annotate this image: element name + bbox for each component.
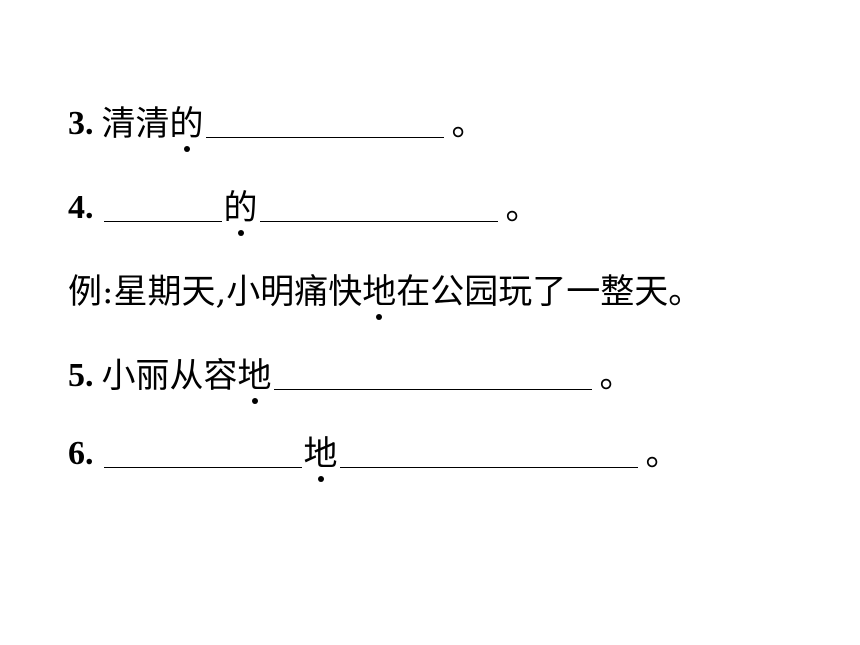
item-number: 4. <box>68 189 94 226</box>
sentence-prefix: 清清 <box>101 104 170 144</box>
exercise-4: 4. 的 。 <box>68 180 540 236</box>
example-suffix: 在公园玩了一整天。 <box>396 272 703 312</box>
sentence-prefix: 小丽从容 <box>101 356 238 396</box>
example-sentence: 例:星期天,小明痛快 地 在公园玩了一整天。 <box>68 264 703 320</box>
item-number: 6. <box>68 435 94 472</box>
answer-blank[interactable] <box>205 103 444 138</box>
emphasized-character: 的 <box>169 104 204 152</box>
emphasized-character: 地 <box>303 434 338 482</box>
exercise-5: 5. 小丽从容 地 。 <box>68 348 634 404</box>
period: 。 <box>505 188 540 228</box>
item-number: 3. <box>68 105 94 142</box>
answer-blank-after[interactable] <box>339 433 638 468</box>
period: 。 <box>451 104 486 144</box>
emphasized-character: 地 <box>362 272 397 320</box>
exercise-3: 3. 清清 的 。 <box>68 96 486 152</box>
answer-blank-after[interactable] <box>259 187 498 222</box>
emphasized-character: 地 <box>237 356 272 404</box>
answer-blank-before[interactable] <box>103 433 302 468</box>
item-number: 5. <box>68 357 94 394</box>
period: 。 <box>599 356 634 396</box>
answer-blank-before[interactable] <box>103 187 222 222</box>
example-prefix: 例:星期天,小明痛快 <box>68 272 363 312</box>
period: 。 <box>645 434 680 474</box>
answer-blank[interactable] <box>273 355 592 390</box>
exercise-6: 6. 地 。 <box>68 426 680 482</box>
emphasized-character: 的 <box>223 188 258 236</box>
